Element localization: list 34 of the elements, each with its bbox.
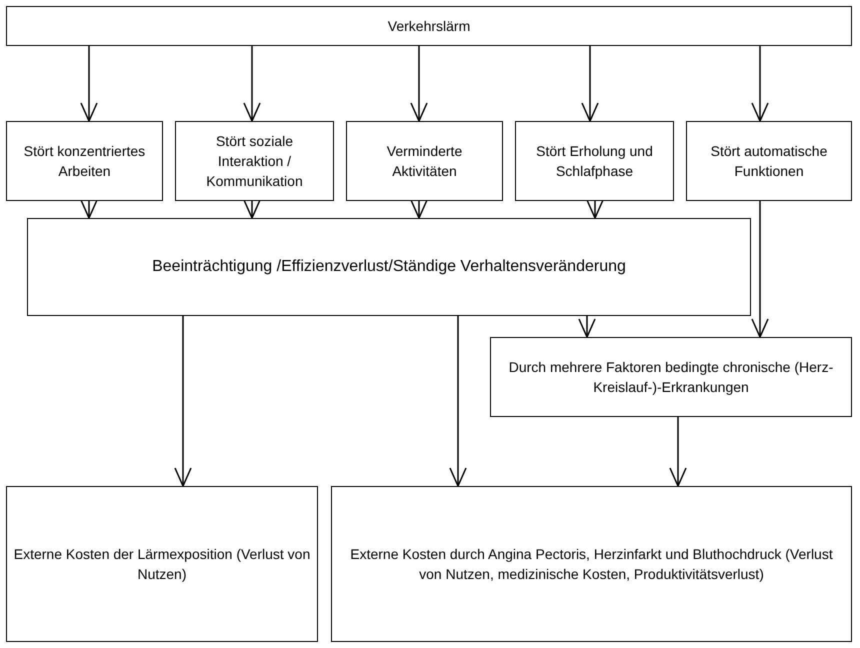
arrow [669, 417, 687, 487]
process-box [175, 121, 334, 201]
process-box [490, 337, 852, 417]
box-text: Stört Erholung und Schlafphase [535, 142, 654, 181]
box-text: Stört konzentriertes Arbeiten [22, 142, 146, 181]
box-text: Externe Kosten der Lärmexposition (Verlust von Nutzen) [13, 544, 311, 584]
box-text: Verminderte Aktivitäten [386, 142, 464, 181]
arrow [578, 316, 596, 338]
process-box [331, 486, 852, 642]
arrow [751, 201, 769, 338]
arrow [80, 199, 98, 219]
arrow [410, 199, 428, 219]
process-box [6, 6, 852, 46]
box-text: Externe Kosten durch Angina Pectoris, Herzinfarkt und Bluthochdruck (Verlust von Nutzen, medizinische Kosten, Produktivitätsverlust) [349, 544, 834, 584]
process-box [515, 121, 674, 201]
box-text: Verkehrslärm [388, 16, 470, 36]
arrow [449, 316, 467, 487]
process-box [6, 486, 318, 642]
process-box [6, 121, 163, 201]
process-box [27, 218, 751, 316]
arrow [410, 46, 428, 122]
arrow [174, 316, 192, 487]
process-box [346, 121, 503, 201]
box-text: Stört soziale Interaktion / Kommunikation [205, 132, 304, 192]
arrow [243, 46, 261, 122]
arrow [243, 199, 261, 219]
box-text: Durch mehrere Faktoren bedingte chronische (Herz-Kreislauf-)-Erkrankungen [508, 358, 834, 397]
arrow [751, 46, 769, 122]
arrow [586, 199, 604, 219]
arrow [581, 46, 599, 122]
box-text: Stört automatische Funktionen [710, 142, 828, 181]
box-text: Beeinträchtigung /Effizienzverlust/Ständige Verhaltensveränderung [152, 257, 626, 278]
arrow [80, 46, 98, 122]
process-box [686, 121, 852, 201]
